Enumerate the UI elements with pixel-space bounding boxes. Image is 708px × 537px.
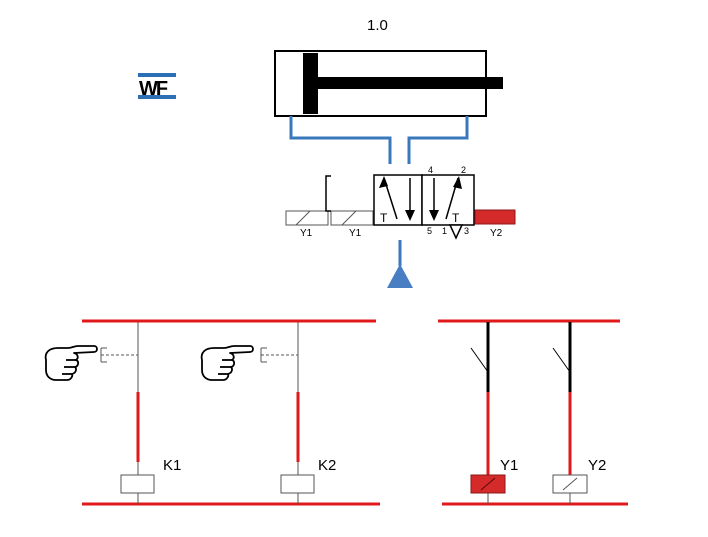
control-circuit-left: K1 K2 (44, 319, 380, 506)
pipe-a (289, 116, 392, 164)
solenoid-label-3: Y2 (490, 228, 503, 239)
pointing-hand-icon (200, 345, 254, 381)
contact-k2 (552, 347, 571, 373)
control-circuit-right: Y1 Y2 (438, 319, 628, 506)
cylinder (274, 50, 503, 117)
solenoid-label-y2: Y2 (588, 457, 606, 474)
valve-actuator-y1-a (285, 210, 329, 226)
spring-symbol-b: T (452, 211, 460, 225)
valve-actuator-y1-b (330, 210, 374, 226)
cylinder-label: 1.0 (367, 17, 388, 34)
valve-lever (325, 175, 331, 212)
pressure-source-icon (387, 264, 413, 288)
logo-icon: WF (138, 73, 176, 100)
pushbutton-2[interactable] (260, 347, 298, 363)
port-label-2: 2 (461, 165, 466, 175)
valve-position-b (421, 174, 475, 226)
valve-actuator-y2 (474, 209, 516, 225)
solenoid-label-y1: Y1 (500, 457, 518, 474)
port-label-5: 5 (427, 226, 432, 236)
port-label-3: 3 (464, 226, 469, 236)
relay-coil-k1 (120, 474, 155, 494)
pointing-hand-icon (44, 345, 98, 381)
logo-text: WF (139, 78, 168, 100)
solenoid-label-2: Y1 (349, 228, 362, 239)
exhaust-symbol (448, 224, 464, 240)
port-label-1: 1 (442, 226, 447, 236)
contact-k1 (470, 347, 489, 373)
relay-coil-k2 (280, 474, 315, 494)
spring-symbol-a: T (380, 211, 388, 225)
pushbutton-1[interactable] (100, 347, 138, 363)
port-label-4: 4 (428, 165, 433, 175)
relay-label-k1: K1 (163, 457, 181, 474)
relay-label-k2: K2 (318, 457, 336, 474)
piston-head (303, 53, 318, 114)
directional-valve: Y1 Y1 T T 4 2 5 1 3 Y2 (285, 165, 516, 288)
air-pipes (289, 116, 469, 164)
piston-rod (318, 77, 503, 89)
solenoid-label-1: Y1 (300, 228, 313, 239)
pipe-b (407, 116, 469, 164)
